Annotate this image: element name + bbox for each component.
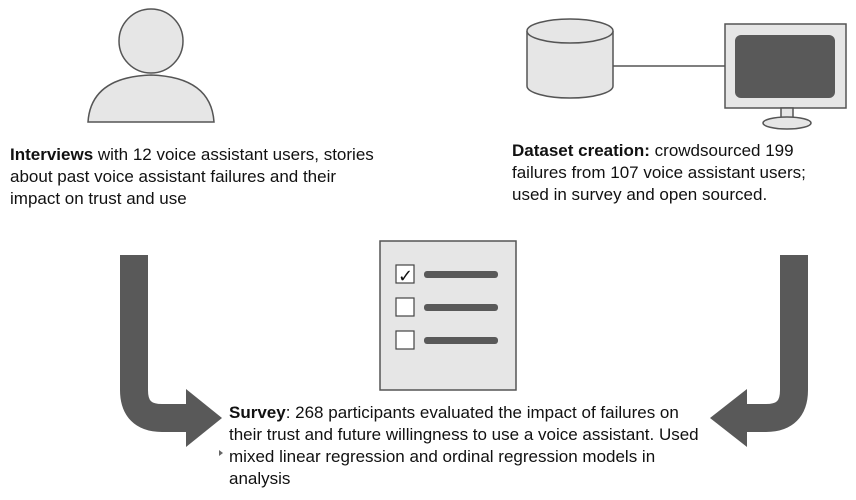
monitor-icon <box>724 23 847 130</box>
checklist-bar-2 <box>424 304 498 311</box>
checkbox-2 <box>395 297 415 317</box>
text-cursor-marker <box>219 450 223 456</box>
survey-label: Survey <box>229 403 286 422</box>
checkbox-3 <box>395 330 415 350</box>
survey-description: Survey: 268 participants evaluated the i… <box>229 402 699 490</box>
checkmark-1: ✓ <box>398 266 413 287</box>
left-arrow <box>120 255 222 447</box>
interviews-description: Interviews with 12 voice assistant users… <box>10 144 380 210</box>
checklist-bar-1 <box>424 271 498 278</box>
person-icon <box>87 8 215 123</box>
interviews-label: Interviews <box>10 145 94 164</box>
dataset-detail: crowdsourced 199 failures from 107 voice… <box>512 141 806 204</box>
checklist-icon: ✓ <box>379 240 517 391</box>
dataset-label: Dataset creation: <box>512 141 650 160</box>
checklist-bar-3 <box>424 337 498 344</box>
interviews-detail: with 12 voice assistant users, stories a… <box>10 145 374 208</box>
survey-detail: : 268 participants evaluated the impact … <box>229 403 699 488</box>
checkbox-1 <box>395 264 415 284</box>
dataset-description: Dataset creation: crowdsourced 199 failu… <box>512 140 842 206</box>
right-arrow <box>710 255 808 447</box>
database-icon <box>526 18 614 99</box>
